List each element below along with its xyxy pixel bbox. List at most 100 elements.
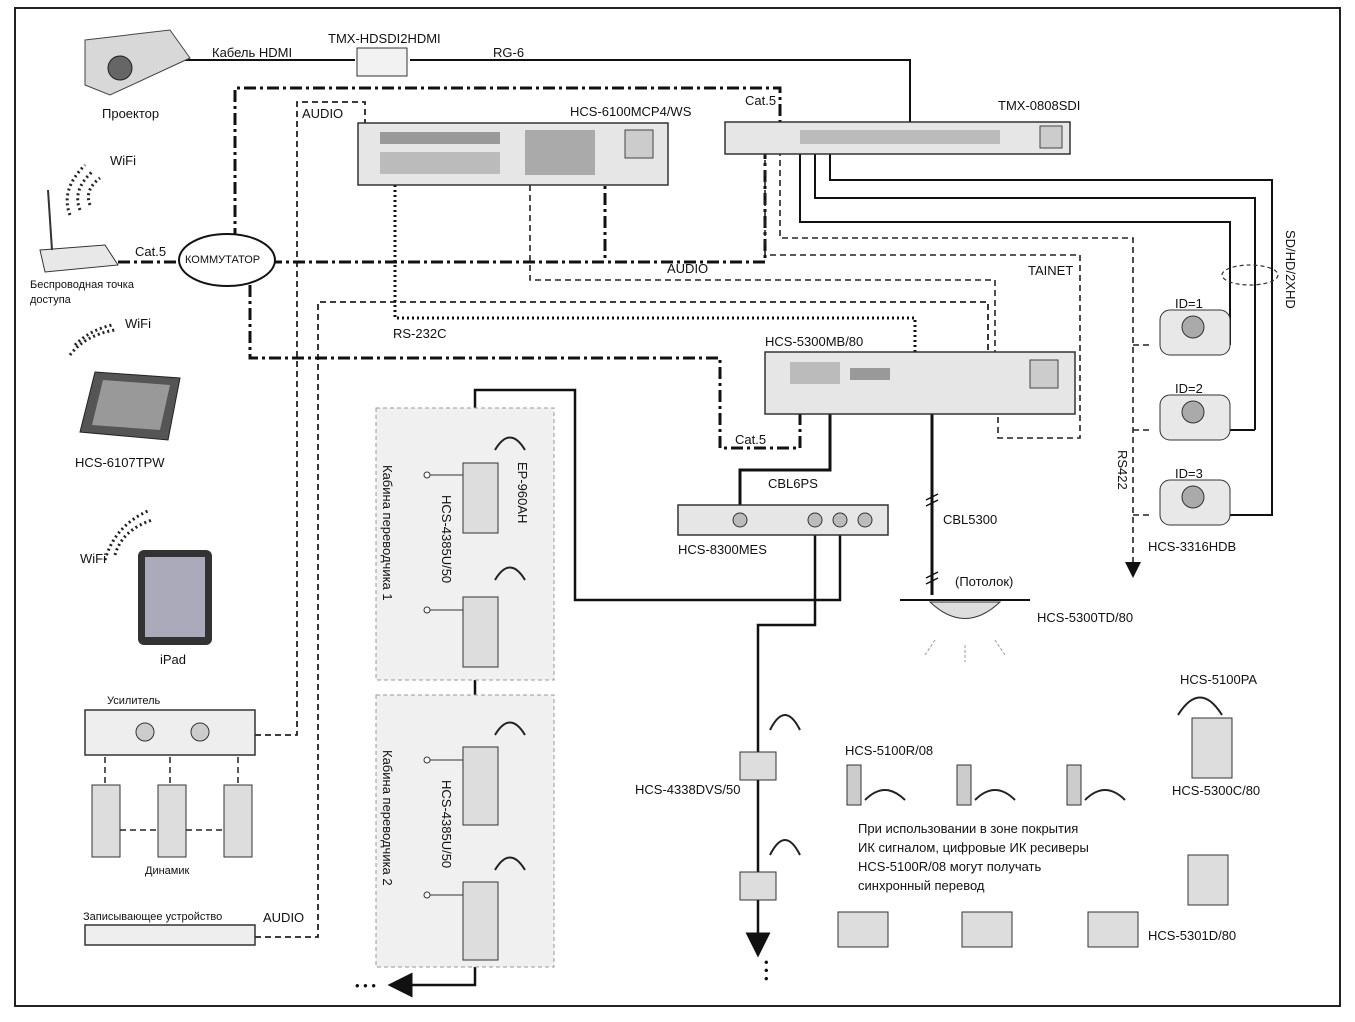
cat5-line-top <box>233 86 782 240</box>
ceiling-radiator <box>900 599 1030 662</box>
speakers <box>91 757 253 858</box>
label-id3: ID=3 <box>1175 466 1203 481</box>
projector <box>84 29 191 96</box>
booth-chain-line <box>387 388 842 998</box>
label-recorder: Записывающее устройство <box>83 911 222 923</box>
label-tmx-hdsdi: TMX-HDSDI2HDMI <box>328 31 441 46</box>
headphones-icons <box>494 436 1223 871</box>
label-wifi-1: WiFi <box>110 153 136 168</box>
ipad-device <box>138 550 212 645</box>
switch-cloud <box>178 233 276 287</box>
amplifier-device <box>84 709 256 756</box>
interpreter-unit-right <box>1187 854 1229 906</box>
label-id1: ID=1 <box>1175 296 1203 311</box>
dual-units <box>837 911 1139 948</box>
delegate-chain-line <box>745 515 817 958</box>
label-cat5-top: Cat.5 <box>745 93 776 108</box>
coax-cam2 <box>814 150 1256 430</box>
label-hdmi: Кабель HDMI <box>212 45 292 60</box>
label-note-1: При использовании в зоне покрытия <box>858 821 1078 836</box>
label-projector: Проектор <box>102 106 159 121</box>
ir-receivers <box>846 764 1082 806</box>
diagram-border <box>14 7 1341 1007</box>
cameras <box>1159 309 1231 526</box>
chairman-unit <box>1191 717 1233 779</box>
audio-line-recorder <box>255 301 989 938</box>
coax-cam3 <box>829 150 1273 516</box>
label-td: HCS-5300TD/80 <box>1037 610 1133 625</box>
audio-line-mid <box>529 185 996 365</box>
label-ep960: EP-960AH <box>515 462 530 523</box>
switch-main-line <box>270 150 767 264</box>
label-cat5-ap: Cat.5 <box>135 244 166 259</box>
label-speaker: Динамик <box>145 865 189 877</box>
label-r08: HCS-5100R/08 <box>845 743 933 758</box>
label-booth-2: Кабина переводчика 2 <box>380 750 395 886</box>
label-wifi-3: WiFi <box>80 551 106 566</box>
label-tmx0808: TMX-0808SDI <box>998 98 1080 113</box>
label-hcs4385-b: HCS-4385U/50 <box>439 780 454 868</box>
mb-device <box>764 351 1076 415</box>
label-amp: Усилитель <box>107 695 161 707</box>
label-c80: HCS-5300C/80 <box>1172 783 1260 798</box>
label-rs422: RS422 <box>1115 450 1130 490</box>
label-switch: КОММУТАТОР <box>185 254 260 266</box>
label-audio-rec: AUDIO <box>263 910 304 925</box>
label-d80: HCS-5301D/80 <box>1148 928 1236 943</box>
sdhd-bundle <box>1221 264 1279 286</box>
label-cbl5300: CBL5300 <box>943 512 997 527</box>
tmx-hdsdi-box <box>356 47 408 77</box>
mic-stubs <box>423 471 463 899</box>
delegate-unit-1 <box>739 751 777 781</box>
label-mcp: HCS-6100MCP4/WS <box>570 104 692 119</box>
touch-panel-device <box>79 371 181 441</box>
mes-device <box>677 504 889 536</box>
mcp-device <box>357 122 669 186</box>
label-wifi-2: WiFi <box>125 316 151 331</box>
label-mb: HCS-5300MB/80 <box>765 334 863 349</box>
label-tainet: TAINET <box>1028 263 1073 278</box>
label-id2: ID=2 <box>1175 381 1203 396</box>
label-sdhd: SD/HD/2XHD <box>1283 230 1298 309</box>
label-note-3: HCS-5100R/08 могут получать <box>858 859 1041 874</box>
label-note-4: синхронный перевод <box>858 878 985 893</box>
label-cat5-mb: Cat.5 <box>735 432 766 447</box>
label-audio-top: AUDIO <box>302 106 343 121</box>
label-dots-bottom: • • • <box>759 960 774 981</box>
label-cam: HCS-3316HDB <box>1148 539 1236 554</box>
audio-line-amp <box>255 101 366 736</box>
label-ap: Беспроводная точка <box>30 279 135 291</box>
coax-cam1 <box>799 150 1231 345</box>
cat5-line-mb <box>248 285 802 450</box>
cbl6ps-line <box>738 410 832 515</box>
label-tpw: HCS-6107TPW <box>75 455 165 470</box>
label-pa: HCS-5100PA <box>1180 672 1257 687</box>
label-booth-1: Кабина переводчика 1 <box>380 465 395 601</box>
tainet-line <box>764 150 1081 439</box>
access-point <box>39 189 119 273</box>
label-hcs4385-a: HCS-4385U/50 <box>439 495 454 583</box>
label-rg6: RG-6 <box>493 45 524 60</box>
cable-breaks <box>925 493 939 585</box>
label-mes: HCS-8300MES <box>678 542 767 557</box>
rs232-line <box>393 185 917 365</box>
recorder-device <box>84 924 256 946</box>
interpreter-units <box>462 462 499 961</box>
delegate-unit-2 <box>739 871 777 901</box>
hdmi-rg6-line <box>175 59 911 125</box>
rs422-branches <box>1133 344 1150 516</box>
wifi-icon <box>65 163 153 561</box>
label-cbl6ps: CBL6PS <box>768 476 818 491</box>
rs422-line <box>779 150 1141 578</box>
label-ipad: iPad <box>160 652 186 667</box>
label-ap-2: доступа <box>30 294 72 306</box>
label-dots-left: • • • <box>355 978 376 993</box>
label-note-2: ИК сигналом, цифровые ИК ресиверы <box>858 840 1089 855</box>
tmx0808-device <box>724 121 1071 155</box>
label-audio-mid: AUDIO <box>667 261 708 276</box>
label-dvs: HCS-4338DVS/50 <box>635 782 741 797</box>
label-rs232: RS-232C <box>393 326 446 341</box>
label-ceiling: (Потолок) <box>955 574 1013 589</box>
